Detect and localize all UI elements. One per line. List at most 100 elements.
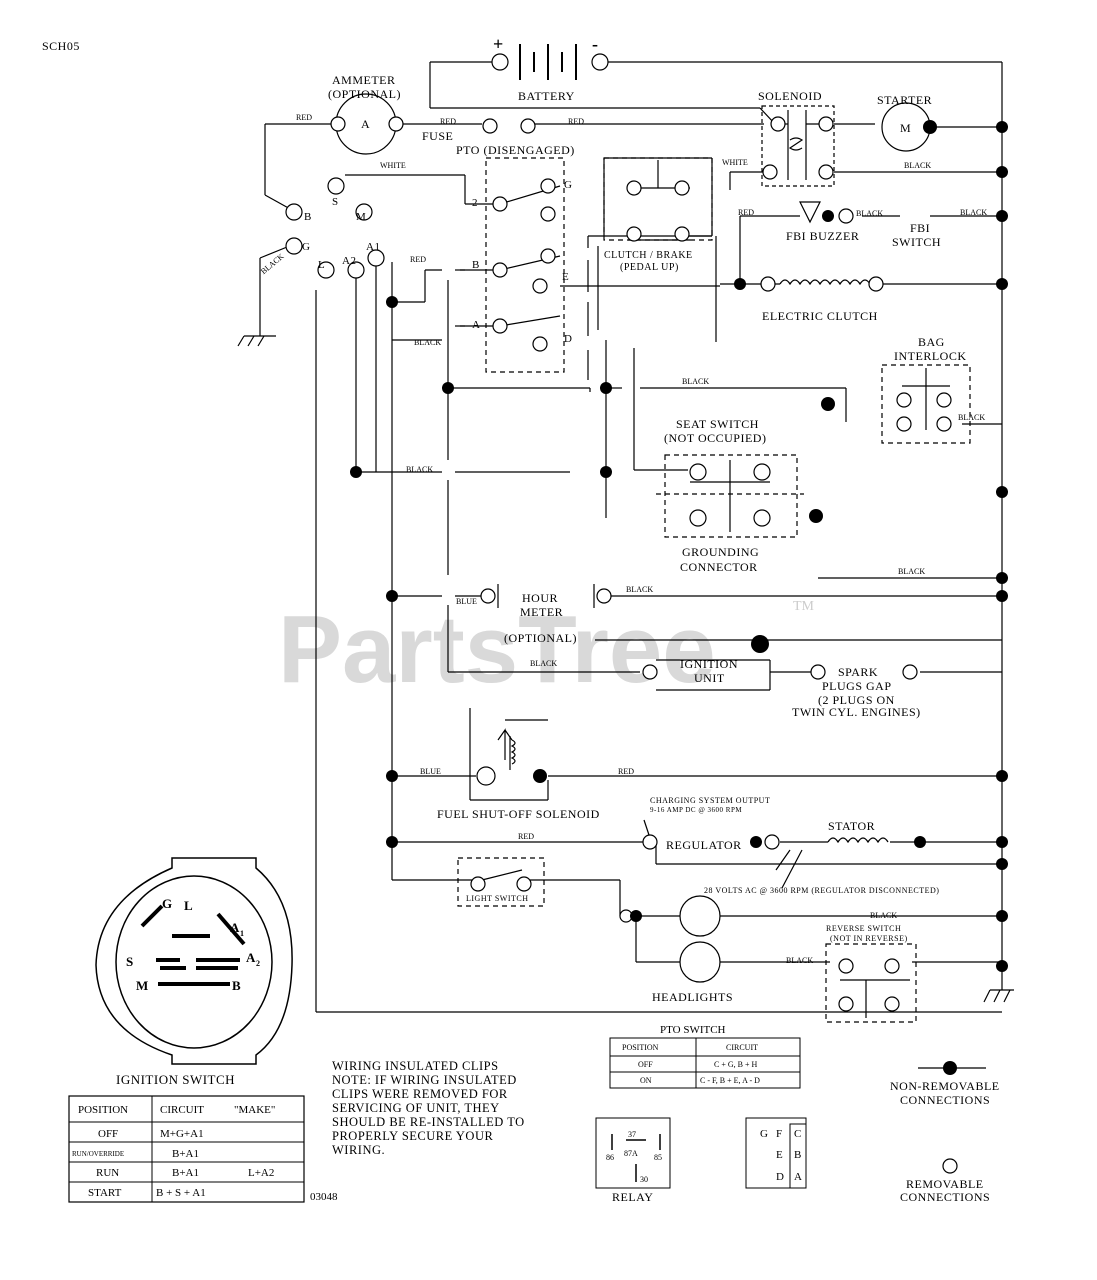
charging-l2: 9-16 AMP DC @ 3600 RPM [650, 806, 742, 814]
light-switch-label: LIGHT SWITCH [466, 894, 529, 903]
wire-black-solenoid: BLACK [904, 161, 931, 170]
drawing-number: 03048 [310, 1191, 338, 1203]
regulator-label: REGULATOR [666, 838, 742, 852]
svg-text:SERVICING OF UNIT, THEY: SERVICING OF UNIT, THEY [332, 1101, 500, 1115]
seat-switch-sub: (NOT OCCUPIED) [664, 431, 766, 445]
clutch-brake-sub: (PEDAL UP) [620, 262, 679, 273]
svg-text:PROPERLY SECURE YOUR: PROPERLY SECURE YOUR [332, 1129, 493, 1143]
wire-red-pto: RED [410, 255, 426, 264]
solenoid-label: SOLENOID [758, 89, 822, 103]
ign-terminal-l: L [318, 259, 325, 271]
pto-terminal-e: E [562, 271, 569, 283]
ammeter-optional: (OPTIONAL) [328, 87, 401, 101]
ammeter-symbol: A [361, 117, 370, 131]
wire-black-buzzer: BLACK [856, 209, 883, 218]
ign-terminal-b: B [304, 211, 312, 223]
pto-pin-diagram: G F C E B D A [745, 1117, 807, 1189]
ign-table-cell: M+G+A1 [160, 1128, 204, 1140]
spark-plugs-l1: SPARK [838, 665, 878, 679]
svg-text:D: D [776, 1171, 784, 1183]
wire-black-mid: BLACK [406, 465, 433, 474]
svg-text:C: C [794, 1128, 801, 1140]
ign-key-a2: A [246, 950, 256, 965]
component-boxes [457, 157, 971, 1023]
svg-text:A: A [794, 1171, 802, 1183]
ign-key-l: L [184, 898, 193, 913]
battery-label: BATTERY [518, 89, 575, 103]
stator-label: STATOR [828, 819, 875, 833]
ign-terminal-m: M [356, 211, 366, 223]
switch-contacts [95, 160, 950, 1065]
wire-red-solenoid: RED [568, 117, 584, 126]
spark-plugs-l2: PLUGS GAP [822, 679, 892, 693]
wire-black-pto: BLACK [414, 338, 441, 347]
wire-black-hour: BLACK [626, 585, 653, 594]
ign-table-header-circuit: CIRCUIT [160, 1104, 204, 1116]
wire-black-headlight: BLACK [870, 911, 897, 920]
fbi-switch-label: FBI [910, 221, 930, 235]
legend-nonremovable: NON-REMOVABLE [890, 1079, 1000, 1093]
clutch-brake-label: CLUTCH / BRAKE [604, 250, 693, 261]
svg-text:G: G [760, 1128, 768, 1140]
pto-table-header-circuit: CIRCUIT [726, 1043, 758, 1052]
legend-removable: REMOVABLE [906, 1177, 984, 1191]
wire-white-solenoid: WHITE [722, 158, 748, 167]
ign-table-cell: START [88, 1187, 122, 1199]
pto-switch-table: PTO SWITCH POSITION CIRCUIT OFF C + G, B… [609, 1024, 801, 1089]
ign-terminal-g: G [302, 241, 310, 253]
wire-black-bag: BLACK [958, 413, 985, 422]
wiring-note: WIRING INSULATED CLIPS NOTE: IF WIRING I… [332, 1059, 524, 1157]
removable-connections [285, 53, 958, 1174]
spark-plugs-l3: (2 PLUGS ON [818, 693, 895, 707]
seat-switch-label: SEAT SWITCH [676, 417, 759, 431]
ign-table-cell: RUN/OVERRIDE [72, 1150, 124, 1158]
reverse-switch-sub: (NOT IN REVERSE) [830, 934, 908, 943]
charging-l1: CHARGING SYSTEM OUTPUT [650, 796, 770, 805]
hour-meter-label: HOUR [522, 591, 558, 605]
ign-table-cell: B + S + A1 [156, 1187, 206, 1199]
svg-text:37: 37 [628, 1130, 636, 1139]
pto-label: PTO (DISENGAGED) [456, 143, 575, 157]
pto-table-cell: C - F, B + E, A - D [700, 1076, 760, 1085]
svg-text:30: 30 [640, 1175, 648, 1184]
pto-table-cell: C + G, B + H [714, 1060, 757, 1069]
ign-key-a1-sub: 1 [240, 929, 244, 938]
fuse-label: FUSE [422, 129, 453, 143]
legend-removable-sub: CONNECTIONS [900, 1190, 990, 1204]
battery-positive: + [493, 34, 504, 54]
stator-ac-label: 28 VOLTS AC @ 3600 RPM (REGULATOR DISCON… [704, 886, 939, 895]
ign-key-a1: A [230, 920, 240, 935]
battery-symbol [519, 44, 577, 80]
pto-terminal-d: D [564, 333, 572, 345]
legend-nonremovable-sub: CONNECTIONS [900, 1093, 990, 1107]
starter-label: STARTER [877, 93, 932, 107]
ign-terminal-a2: A2 [342, 255, 356, 267]
ignition-switch-label: IGNITION SWITCH [116, 1072, 235, 1087]
wire-red-fuse: RED [440, 117, 456, 126]
wire-white: WHITE [380, 161, 406, 170]
pto-terminal-2: 2 [472, 197, 478, 209]
ign-key-m: M [136, 978, 148, 993]
svg-text:86: 86 [606, 1153, 614, 1162]
wire-black-ign: BLACK [259, 252, 286, 276]
grounding-label: GROUNDING [682, 545, 759, 559]
ign-terminal-s: S [332, 196, 339, 208]
ignition-contacts [140, 904, 246, 986]
wire-black-fbi: BLACK [960, 208, 987, 217]
svg-text:87A: 87A [624, 1149, 638, 1158]
wire-red-fuel: RED [618, 767, 634, 776]
ammeter-label: AMMETER [332, 73, 396, 87]
wire-red-buzzer: RED [738, 208, 754, 217]
reverse-switch-label: REVERSE SWITCH [826, 924, 901, 933]
pto-terminal-g: G [564, 179, 572, 191]
svg-text:NOTE: IF WIRING INSULATED: NOTE: IF WIRING INSULATED [332, 1073, 517, 1087]
wire-red-ammeter: RED [296, 113, 312, 122]
ign-key-g: G [162, 896, 172, 911]
fbi-switch-sub: SWITCH [892, 235, 941, 249]
wire-black-ign-unit: BLACK [530, 659, 557, 668]
relay-label: RELAY [612, 1190, 653, 1204]
wire-blue-hour: BLUE [456, 597, 477, 606]
ign-table-cell: L+A2 [248, 1167, 274, 1179]
ign-table-header-position: POSITION [78, 1104, 128, 1116]
